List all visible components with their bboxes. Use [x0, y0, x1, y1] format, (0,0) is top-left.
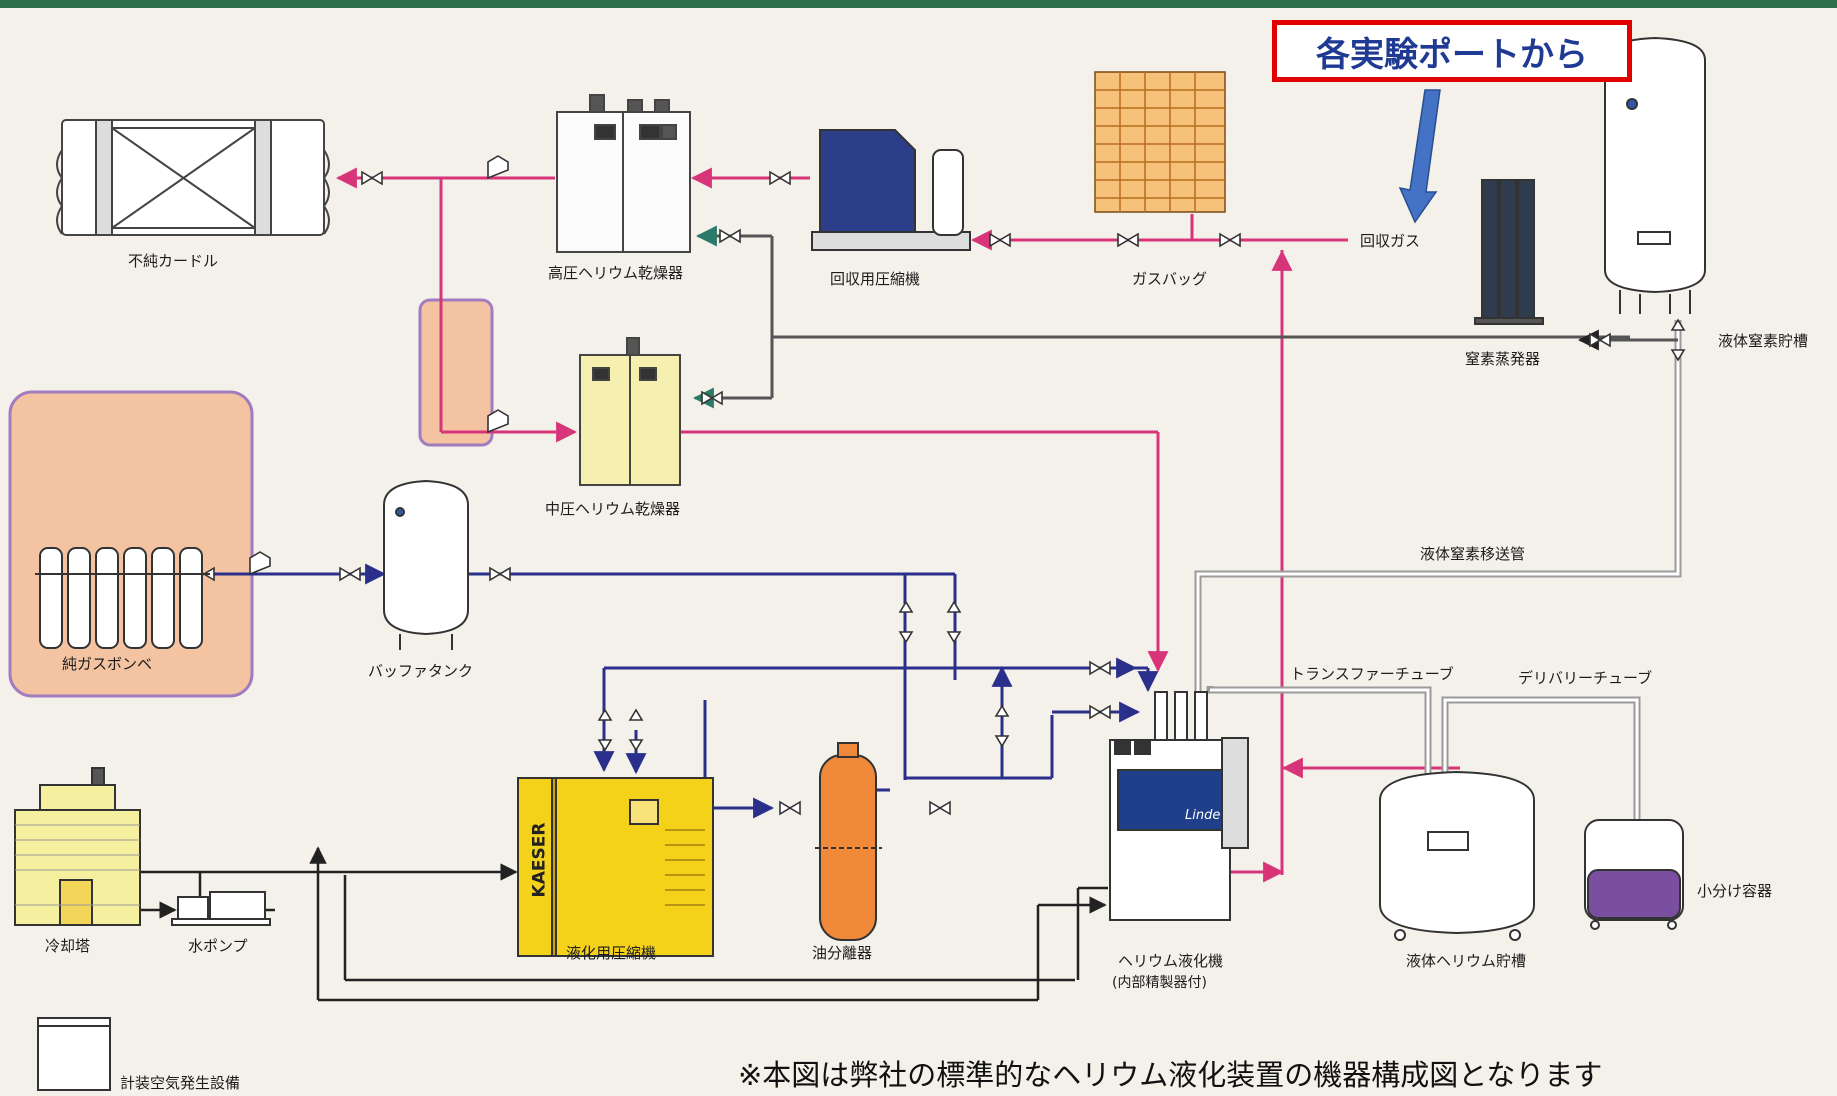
label-he-liquefier: ヘリウム液化機: [1118, 952, 1224, 970]
buffer-tank: [383, 479, 469, 650]
valve: [1589, 332, 1611, 348]
valve: [628, 708, 644, 752]
valve: [779, 800, 801, 816]
label-oil-separator: 油分離器: [812, 944, 873, 962]
recovery-compressor: [811, 129, 971, 251]
label-buffer-tank: バッファタンク: [368, 662, 474, 680]
label-ln2-transfer-line: 液体窒素移送管: [1420, 545, 1526, 563]
ln2-tank: [1604, 36, 1706, 314]
valve: [1089, 704, 1111, 720]
callout-arrow: [1398, 89, 1441, 224]
he-liquefier: [1109, 691, 1249, 921]
linde-logo: Linde: [1185, 808, 1221, 823]
footnote: ※本図は弊社の標準的なヘリウム液化装置の機器構成図となります: [738, 1058, 1603, 1092]
label-instrument-air: 計装空気発生設備: [120, 1074, 241, 1092]
hp-dryer: [556, 94, 691, 253]
regulators: [249, 155, 509, 576]
label-water-pump: 水ポンプ: [188, 937, 248, 955]
valve: [929, 800, 951, 816]
kaeser-logo: KAESER: [529, 822, 550, 898]
valves: [193, 170, 1686, 816]
valve: [1089, 660, 1111, 676]
label-liquefier-compressor: 液化用圧縮機: [566, 944, 657, 962]
label-recovered-gas: 回収ガス: [1360, 232, 1421, 250]
label-mp-dryer: 中圧ヘリウム乾燥器: [545, 500, 681, 518]
valve: [597, 708, 613, 752]
label-dewar: 小分け容器: [1697, 882, 1773, 900]
valve: [994, 704, 1010, 748]
mp-dryer: [579, 337, 681, 486]
label-impure-curdle: 不純カードル: [128, 252, 219, 270]
highlight-branch: [418, 298, 494, 447]
gas-bag: [1094, 71, 1226, 213]
oil-separator: [815, 742, 882, 941]
valve: [946, 600, 962, 644]
label-gas-bag: ガスバッグ: [1132, 270, 1208, 288]
callout-box: 各実験ポートから: [1272, 20, 1632, 82]
header-bar: [0, 0, 1837, 8]
n2-evaporator: [1474, 179, 1544, 325]
lhe-tank: [1379, 770, 1535, 941]
valve: [719, 228, 741, 244]
label-he-liquefier-note: (内部精製器付): [1112, 975, 1207, 991]
valve: [701, 390, 723, 406]
valve: [1219, 232, 1241, 248]
cylinder-bank: [35, 547, 210, 649]
valve: [489, 566, 511, 582]
highlight-cylinders: [8, 390, 254, 698]
dewar: [1584, 819, 1684, 930]
label-recovery-compressor: 回収用圧縮機: [830, 270, 921, 288]
valve: [361, 170, 383, 186]
valve: [769, 170, 791, 186]
label-ln2-tank: 液体窒素貯槽: [1718, 332, 1809, 350]
label-delivery-tube: デリバリーチューブ: [1518, 669, 1653, 687]
label-lhe-tank: 液体ヘリウム貯槽: [1406, 952, 1527, 970]
valve: [898, 600, 914, 644]
instrument-air-unit: [37, 1017, 111, 1091]
label-pure-gas-cylinder: 純ガスボンベ: [62, 655, 153, 673]
valve: [1670, 318, 1686, 362]
label-transfer-tube: トランスファーチューブ: [1290, 665, 1454, 683]
valve: [339, 566, 361, 582]
impure-curdle: [56, 119, 330, 236]
liquefier-compressor: [517, 777, 714, 957]
valve: [1117, 232, 1139, 248]
water-pump: [171, 891, 271, 926]
cooling-tower: [14, 767, 141, 926]
label-hp-dryer: 高圧ヘリウム乾燥器: [548, 264, 684, 282]
valve: [989, 232, 1011, 248]
label-n2-evaporator: 窒素蒸発器: [1465, 350, 1541, 368]
label-cooling-tower: 冷却塔: [45, 937, 91, 955]
